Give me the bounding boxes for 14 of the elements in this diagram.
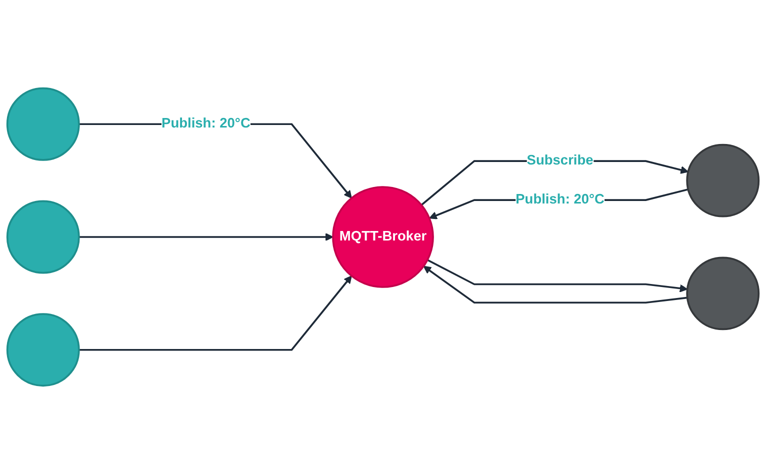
arrow [429, 188, 688, 220]
arrow [423, 266, 688, 304]
node-circle [686, 256, 760, 330]
node-circle: MQTT-Broker [332, 186, 434, 288]
node-circle [6, 313, 80, 387]
node-circle [6, 87, 80, 161]
arrow [78, 232, 334, 242]
edge-label: Subscribe [526, 152, 594, 168]
edge-label: Publish: 20°C [162, 116, 250, 132]
arrow [427, 259, 688, 292]
arrow [78, 276, 352, 351]
node-circle [686, 144, 760, 218]
edge-label: Publish: 20°C [516, 192, 604, 208]
node-circle [6, 200, 80, 274]
